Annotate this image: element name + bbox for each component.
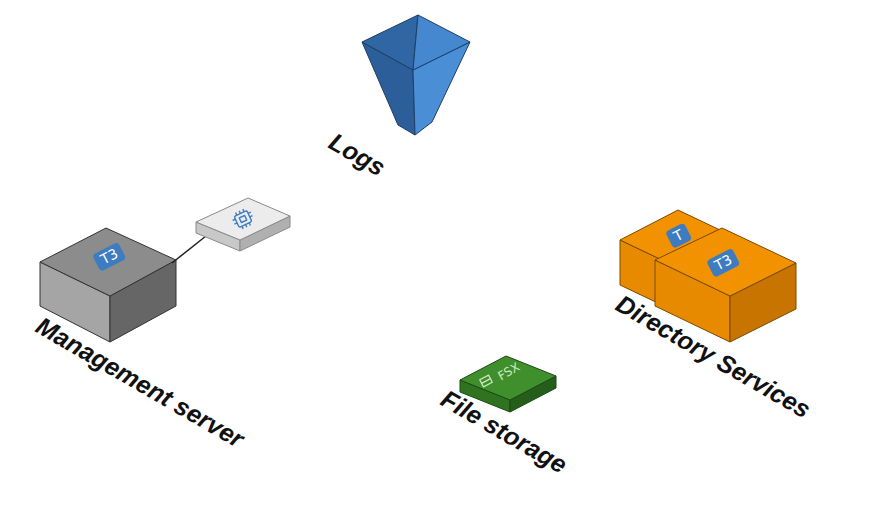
connector-wire xyxy=(172,236,206,263)
service-label: Directory Services xyxy=(611,290,815,424)
service-label: Management server xyxy=(31,312,248,453)
service-label: Logs xyxy=(324,128,389,182)
service-node: Logs xyxy=(360,12,472,138)
instance-chip xyxy=(196,198,290,251)
bucket-icon xyxy=(362,15,470,135)
service-node: Directory Services xyxy=(618,205,798,345)
service-node: Management server xyxy=(38,222,178,342)
service-label: File storage xyxy=(436,385,571,479)
